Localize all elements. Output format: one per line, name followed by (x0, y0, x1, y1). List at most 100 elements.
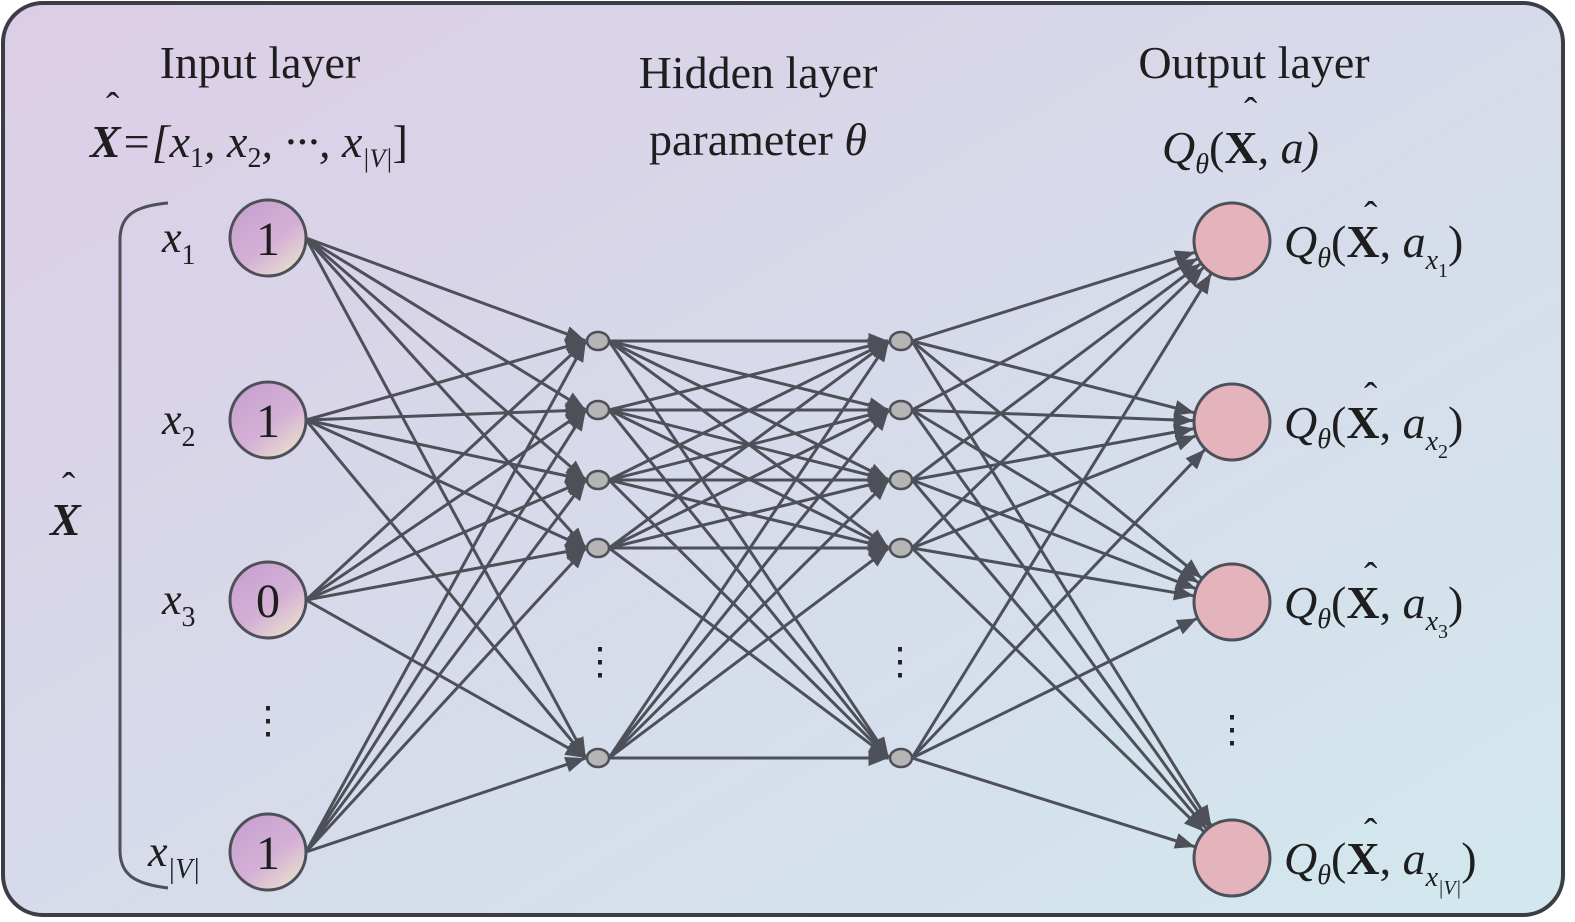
hidden-node (888, 399, 914, 421)
output-node-label: Qθ(X, ax1) (1284, 216, 1463, 282)
hidden-layer-header: Hidden layer parameter θ (639, 47, 878, 165)
hat-accent: ˆ (1364, 810, 1378, 855)
output-layer-formula: Qθ(X, a) (1162, 122, 1319, 180)
edge-hidden1-2-hidden2-1 (608, 338, 889, 412)
edge-hidden2-5-output3 (911, 617, 1198, 760)
edge-input3-hidden1-5 (305, 598, 587, 760)
hidden-node (585, 747, 611, 769)
edge-hidden1-4-hidden2-1 (608, 340, 890, 550)
input-node: 0x3 (161, 560, 308, 640)
edge-input1-hidden1-5 (304, 237, 588, 759)
edge-hidden1-4-hidden2-2 (608, 408, 890, 550)
input-node-circle (228, 812, 308, 892)
input-layer-formula: X=[x1, x2, ···, x|V|] (88, 116, 408, 174)
edge-hidden2-5-output2 (910, 448, 1207, 760)
hat-accent: ˆ (1364, 554, 1378, 599)
output-node: ˆQθ(X, ax2) (1192, 374, 1463, 463)
output-ellipsis: ⋮ (1213, 709, 1251, 751)
input-node-circle (228, 560, 308, 640)
edge-hidden2-1-output3 (911, 339, 1203, 580)
edge-input1-hidden1-3 (305, 236, 587, 481)
input-node-value: 1 (256, 213, 280, 266)
output-node: ˆQθ(X, ax1) (1192, 193, 1463, 282)
ellipsis-markers: ⋮ ⋮ ⋮ ⋮ (249, 641, 1251, 751)
input-bracket (118, 201, 169, 890)
hidden-node (585, 537, 611, 559)
hidden-node (888, 537, 914, 559)
edge-hidden2-4-output4 (910, 546, 1205, 833)
edge-hidden1-5-hidden2-3 (607, 479, 890, 760)
edge-hidden2-4-output3 (911, 546, 1195, 601)
edge-hidden2-5-output4 (911, 756, 1196, 849)
input-node-value: 0 (256, 575, 280, 628)
input-layer-title: Input layer (160, 37, 361, 88)
output-node-circle (1192, 382, 1272, 462)
output-node-label: Qθ(X, ax2) (1284, 397, 1463, 463)
edge-input3-hidden1-1 (304, 340, 587, 602)
hat-accent: ˆ (1364, 374, 1378, 419)
edge-input4-hidden1-4 (304, 547, 587, 854)
hidden2-ellipsis: ⋮ (881, 641, 919, 683)
hidden-node (888, 330, 914, 352)
edge-hidden1-4-hidden2-3 (608, 477, 889, 550)
connection-edges (304, 236, 1213, 854)
hidden-layer-subtitle: parameter θ (649, 114, 867, 165)
edge-hidden2-1-output2 (911, 339, 1195, 416)
edge-input1-hidden1-1 (305, 236, 587, 343)
svg-text:X: X (48, 494, 82, 545)
hat-accent: ˆ (1364, 193, 1378, 238)
edge-input2-hidden1-2 (305, 402, 586, 422)
hidden-layer-2 (888, 330, 914, 769)
edge-hidden2-3-output3 (911, 478, 1197, 591)
edge-input1-hidden1-4 (304, 236, 587, 549)
output-node-circle (1192, 201, 1272, 281)
edge-hidden2-3-output2 (911, 424, 1195, 482)
edge-input4-hidden1-3 (304, 479, 587, 853)
edge-input4-hidden1-5 (305, 756, 587, 854)
output-node-label: Qθ(X, ax|V|) (1284, 833, 1477, 899)
hat-accent: ˆ (106, 84, 120, 129)
edge-hidden1-5-hidden2-2 (607, 409, 890, 759)
edge-input2-hidden1-3 (305, 418, 586, 484)
edge-input2-hidden1-1 (305, 338, 586, 422)
input-node: 1x2 (161, 380, 308, 460)
edge-hidden1-5-hidden2-1 (607, 340, 890, 759)
edge-input3-hidden1-4 (305, 543, 586, 602)
input-node-circle (228, 198, 308, 278)
input-node: 1 x|V| (147, 812, 308, 892)
edge-input3-hidden1-2 (305, 409, 587, 602)
edge-hidden2-3-output1 (911, 262, 1202, 482)
input-node-label: x1 (161, 213, 196, 271)
output-layer-header: Output layer Qθ(X, a) ˆ (1138, 37, 1369, 180)
hat-accent: ˆ (62, 464, 76, 509)
edge-input3-hidden1-3 (305, 478, 587, 602)
edge-hidden2-5-output1 (910, 272, 1213, 759)
output-node-circle (1192, 562, 1272, 642)
edge-input1-hidden1-2 (305, 236, 587, 412)
output-node: ˆQθ(X, ax|V|) (1192, 810, 1477, 899)
hidden-node (888, 747, 914, 769)
edge-input4-hidden1-1 (304, 340, 588, 853)
edge-hidden2-4-output2 (911, 434, 1197, 550)
edge-hidden2-2-output1 (911, 257, 1199, 412)
output-layer-title: Output layer (1138, 37, 1369, 88)
input-node-label: x|V| (147, 827, 200, 885)
hidden-node (888, 469, 914, 491)
input-node-label: x2 (161, 395, 196, 453)
hidden-node (585, 330, 611, 352)
edge-input4-hidden1-2 (304, 409, 587, 853)
input-layer-header: Input layer X=[x1, x2, ···, x|V|] ˆ (88, 37, 408, 174)
edge-hidden2-2-output3 (911, 408, 1200, 584)
hidden-layers (585, 330, 914, 769)
hidden-node (585, 399, 611, 421)
hidden-node (585, 469, 611, 491)
hidden1-ellipsis: ⋮ (581, 641, 619, 683)
output-node-circle (1192, 818, 1272, 898)
input-node-value: 1 (256, 827, 280, 880)
edge-hidden2-1-output4 (910, 340, 1213, 827)
hidden-layer-1 (585, 330, 611, 769)
edge-hidden2-4-output1 (910, 266, 1205, 550)
output-node-label: Qθ(X, ax3) (1284, 577, 1463, 643)
